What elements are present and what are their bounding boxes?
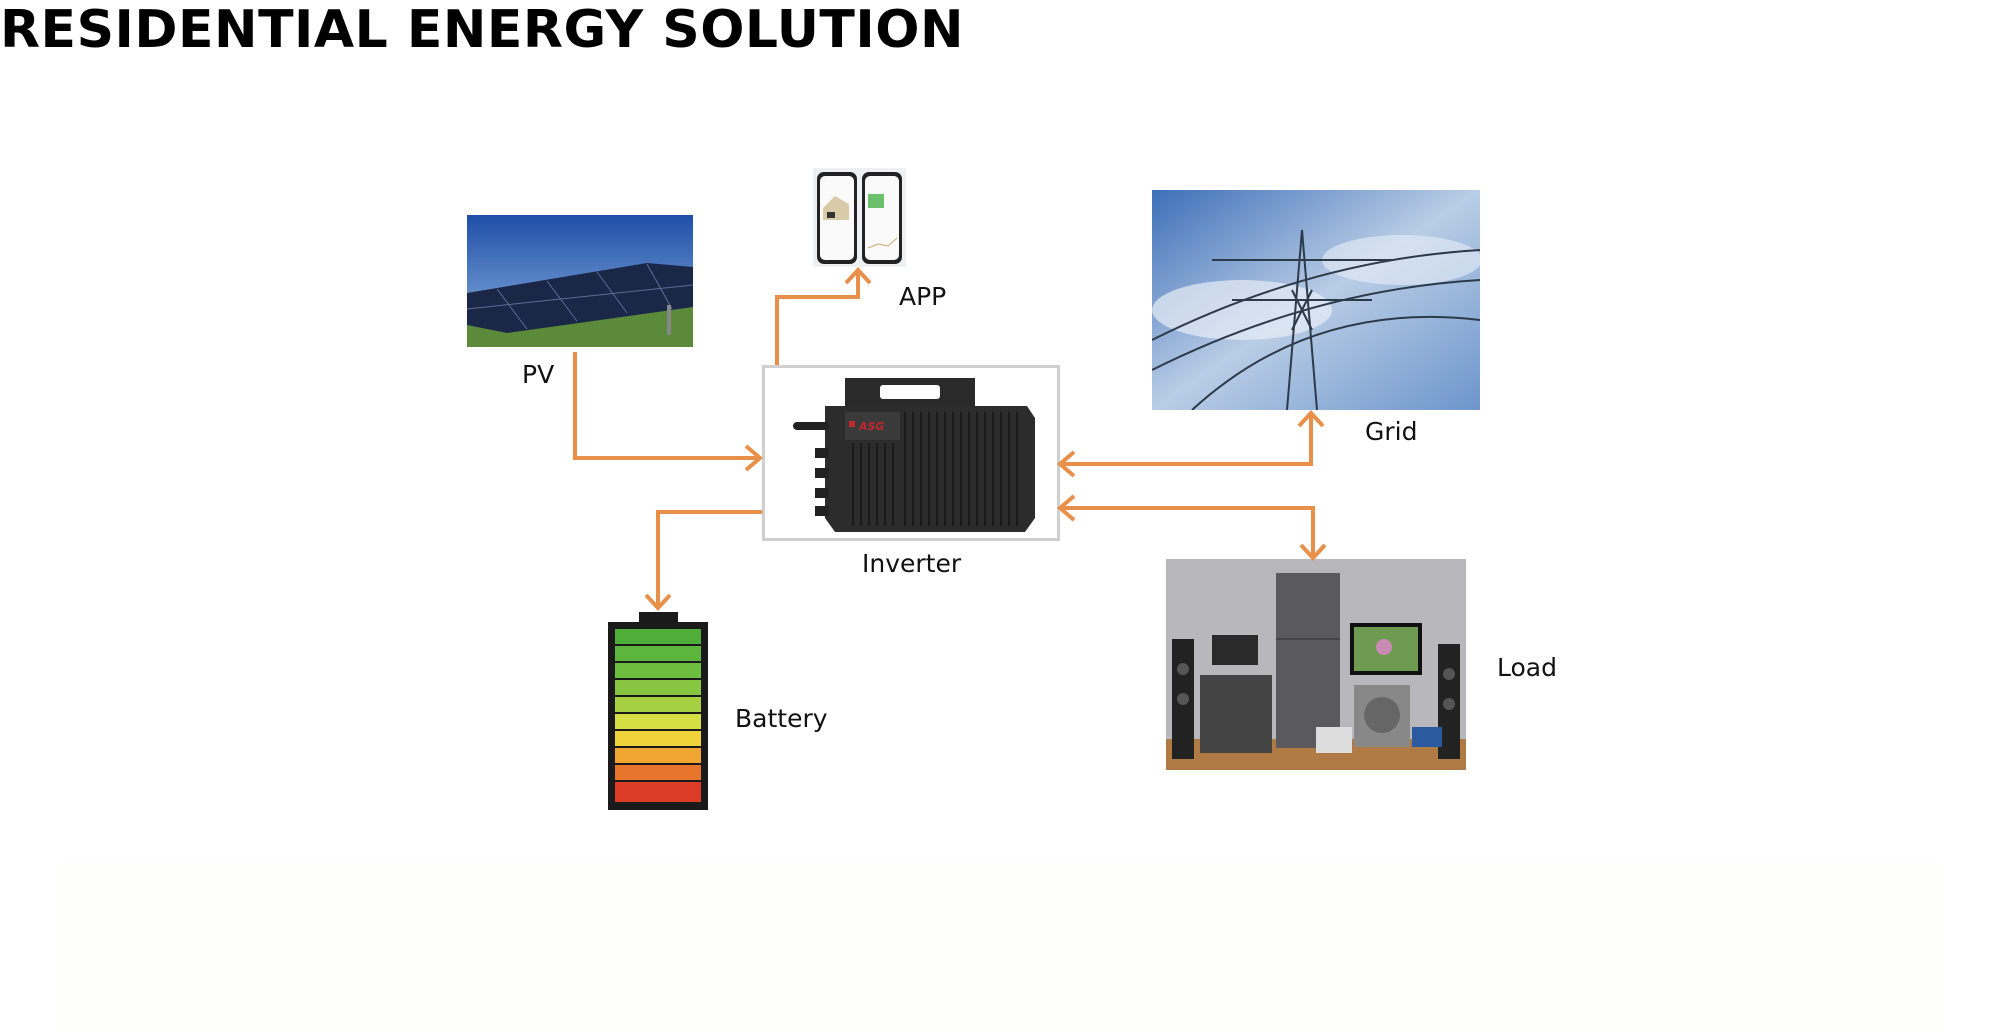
inverter-to-app-arrow [775,270,860,365]
faded-background-area [60,860,1940,1030]
battery-icon [608,612,708,810]
pv-image [466,215,694,347]
page-title: RESIDENTIAL ENERGY SOLUTION [0,0,964,60]
app-image [813,168,906,267]
load-image [1166,559,1466,770]
inverter-image: ASG [762,365,1060,541]
pv-label: PV [522,360,555,389]
app-label: APP [899,282,947,311]
pv-to-inverter-arrow [573,352,760,460]
load-label: Load [1497,653,1557,682]
inverter-brand-logo: ASG [858,420,884,433]
inverter-label: Inverter [862,549,962,578]
grid-inverter-arrow [1060,413,1313,466]
inverter-load-arrow [1060,506,1315,558]
battery-label: Battery [735,704,828,733]
grid-image [1151,190,1482,411]
grid-label: Grid [1365,417,1418,446]
inverter-to-battery-arrow [656,510,762,608]
